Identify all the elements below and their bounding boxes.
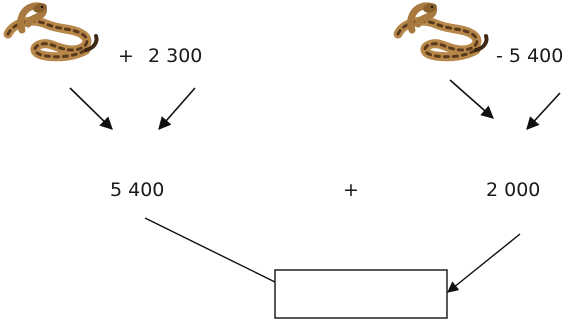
result-box[interactable] bbox=[274, 269, 448, 319]
arrow-right-1 bbox=[449, 79, 494, 119]
middle-left-value: 5 400 bbox=[110, 179, 164, 201]
arrow-left-1 bbox=[69, 87, 113, 130]
left-operand: 2 300 bbox=[148, 45, 202, 67]
middle-right-value: 2 000 bbox=[486, 179, 540, 201]
right-operand: - 5 400 bbox=[496, 45, 563, 67]
arrow-left-2 bbox=[158, 87, 196, 130]
line-to-box-left bbox=[144, 217, 276, 283]
arrow-right-2 bbox=[526, 92, 561, 130]
snake-icon-right bbox=[398, 2, 487, 57]
left-operator: + bbox=[118, 45, 134, 67]
snake-icon-left bbox=[8, 2, 97, 57]
middle-operator: + bbox=[343, 179, 359, 201]
arrow-to-box-right bbox=[447, 233, 521, 293]
